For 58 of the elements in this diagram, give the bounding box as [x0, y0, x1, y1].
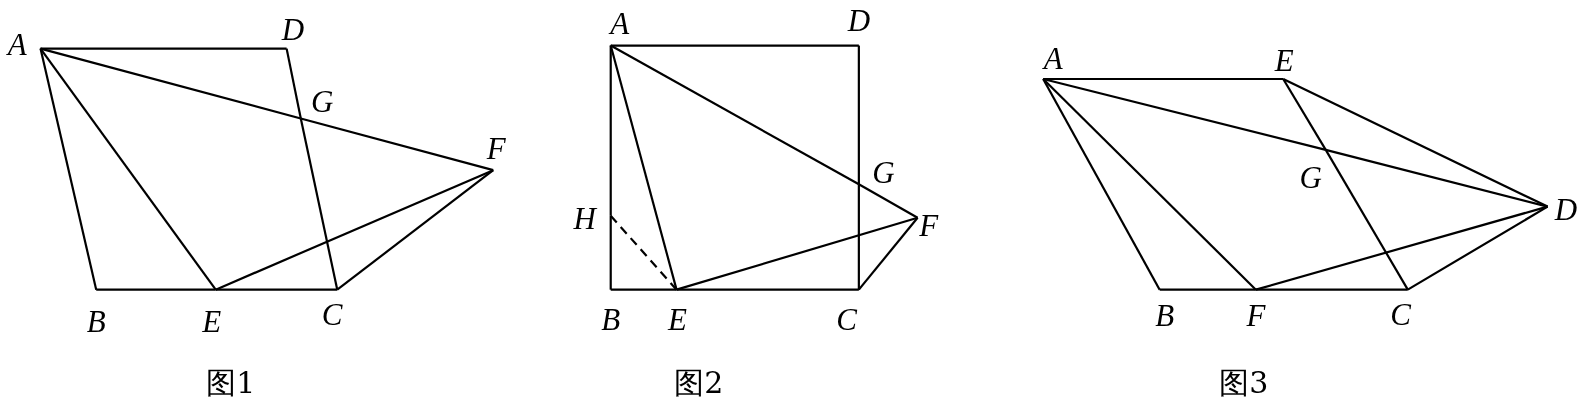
line-segment	[1324, 149, 1409, 291]
line-segment	[1255, 288, 1408, 291]
line-segment	[858, 217, 919, 291]
figure-caption: 图3	[1219, 365, 1269, 400]
point-label: G	[300, 87, 334, 119]
line-segment	[676, 288, 859, 291]
point-label: D	[281, 15, 304, 49]
point-label: F	[485, 133, 508, 171]
line-segment	[610, 44, 860, 186]
line-segment	[215, 288, 338, 291]
line-segment	[858, 183, 919, 219]
line-segment	[857, 45, 860, 185]
line-segment	[610, 44, 859, 47]
point-label: A	[608, 9, 631, 46]
line-segment	[299, 118, 339, 290]
line-segment	[857, 184, 860, 290]
point-label: C	[835, 289, 859, 336]
point-label: F	[1244, 289, 1267, 331]
point-label: C	[1389, 289, 1412, 330]
line-segment	[336, 169, 494, 291]
line-segment	[300, 117, 494, 172]
line-segment	[1043, 77, 1284, 81]
line-segment	[1282, 78, 1327, 151]
point-label: F	[917, 210, 940, 241]
line-segment	[1282, 78, 1549, 208]
point-label: D	[847, 6, 870, 46]
line-segment	[1159, 288, 1256, 291]
point-label: H	[573, 203, 611, 234]
point-label: E	[200, 289, 223, 338]
line-segment	[39, 48, 98, 290]
point-label: E	[666, 289, 689, 336]
line-segment	[610, 288, 677, 291]
line-segment	[40, 47, 302, 120]
line-segment	[609, 45, 678, 290]
line-segment	[1042, 78, 1257, 291]
line-segment	[1042, 77, 1326, 151]
point-label: C	[321, 289, 344, 330]
point-label: A	[1042, 43, 1065, 79]
line-segment	[39, 47, 217, 291]
line-segment	[609, 215, 678, 291]
line-segment	[676, 216, 918, 291]
point-label: B	[599, 289, 622, 336]
point-label: G	[858, 158, 895, 189]
point-label: B	[1153, 289, 1176, 331]
line-segment	[609, 215, 612, 290]
point-label: B	[85, 289, 108, 338]
figure-caption: 图1	[206, 365, 256, 400]
point-label: A	[6, 29, 41, 60]
point-label: E	[1273, 45, 1296, 79]
line-segment	[285, 48, 302, 119]
point-label: G	[1299, 149, 1326, 194]
line-segment	[96, 288, 216, 291]
line-segment	[215, 169, 494, 291]
figure-caption: 图2	[674, 365, 724, 400]
line-segment	[1255, 205, 1548, 291]
line-segment	[1042, 78, 1161, 291]
line-segment	[1407, 205, 1549, 291]
point-label: D	[1547, 194, 1577, 225]
